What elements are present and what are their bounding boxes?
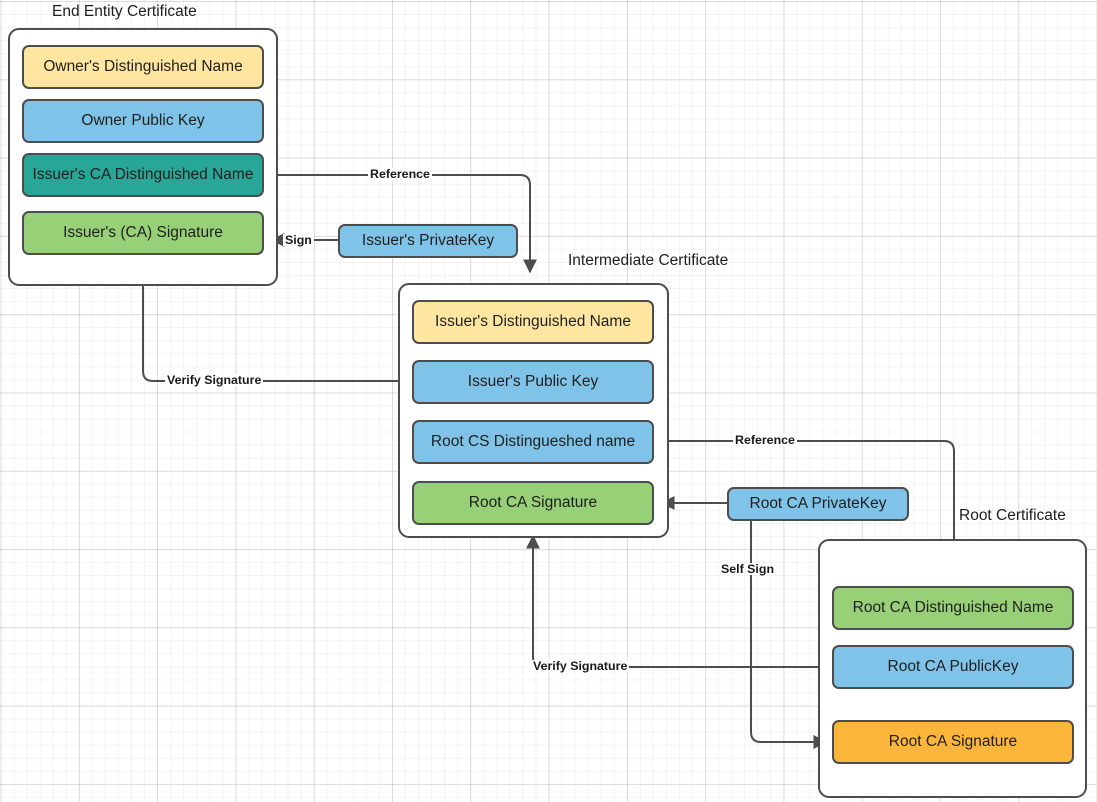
field-root-ca-distinguished-name[interactable]: Root CA Distinguished Name (832, 586, 1074, 630)
field-issuer-ca-distinguished-name[interactable]: Issuer's CA Distinguished Name (22, 153, 264, 197)
field-root-cs-distingueshed-name[interactable]: Root CS Distingueshed name (412, 420, 654, 464)
edge-label-verify-signature-top: Verify Signature (165, 373, 264, 387)
field-issuers-distinguished-name[interactable]: Issuer's Distinguished Name (412, 300, 654, 344)
field-issuers-public-key[interactable]: Issuer's Public Key (412, 360, 654, 404)
field-owner-public-key[interactable]: Owner Public Key (22, 99, 264, 143)
key-root-ca-private-key[interactable]: Root CA PrivateKey (727, 487, 909, 521)
edge-label-reference-top: Reference (368, 167, 432, 181)
field-root-ca-signature[interactable]: Root CA Signature (832, 720, 1074, 764)
edge-label-self-sign: Self Sign (719, 562, 777, 576)
group-title-intermediate: Intermediate Certificate (568, 252, 729, 269)
field-root-ca-public-key[interactable]: Root CA PublicKey (832, 645, 1074, 689)
edge-label-reference-mid: Reference (733, 433, 797, 447)
edge-label-sign: Sign (283, 233, 314, 247)
edge-self-sign (750, 521, 828, 749)
field-intermediate-root-ca-signature[interactable]: Root CA Signature (412, 481, 654, 525)
field-owner-distinguished-name[interactable]: Owner's Distinguished Name (22, 45, 264, 89)
field-issuer-ca-signature[interactable]: Issuer's (CA) Signature (22, 211, 264, 255)
edge-verify-signature-bottom (526, 534, 832, 668)
edge-label-verify-signature-bottom: Verify Signature (531, 659, 630, 673)
key-issuers-private-key[interactable]: Issuer's PrivateKey (338, 224, 518, 258)
group-title-end-entity: End Entity Certificate (52, 3, 197, 20)
group-title-root: Root Certificate (959, 507, 1066, 524)
